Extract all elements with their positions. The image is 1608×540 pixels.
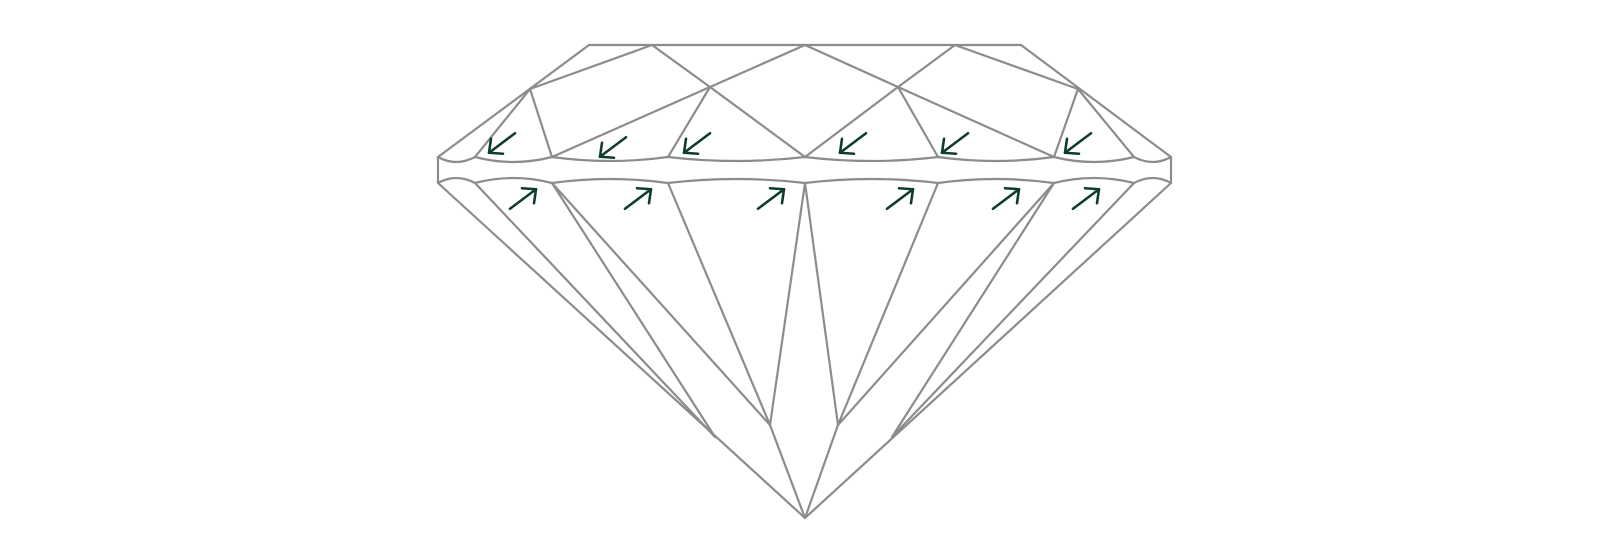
arrow-up-right [1071,186,1101,211]
arrow-down-left [487,131,517,156]
girdle-upper [436,155,1173,164]
pavilion-right-edge [803,181,1173,520]
pavilion-left-edge [436,181,807,520]
arrow-up-right [623,186,653,211]
arrow-down-left [838,131,868,156]
arrow-up-right [508,186,538,211]
crown-right-edge [1019,43,1173,159]
arrow-up-right [991,186,1021,211]
crown-arrows [487,131,1093,160]
arrow-down-left [682,131,712,156]
arrow-down-left [598,135,628,160]
crown-facets [473,43,1136,159]
arrow-up-right [885,186,915,211]
pavilion-arrows [508,186,1101,211]
arrow-up-right [756,186,786,211]
arrow-down-left [940,131,970,156]
arrow-down-left [1063,131,1093,156]
pavilion-facets [473,181,1136,520]
crown-left-edge [436,43,591,159]
diamond-outline [436,43,1173,520]
